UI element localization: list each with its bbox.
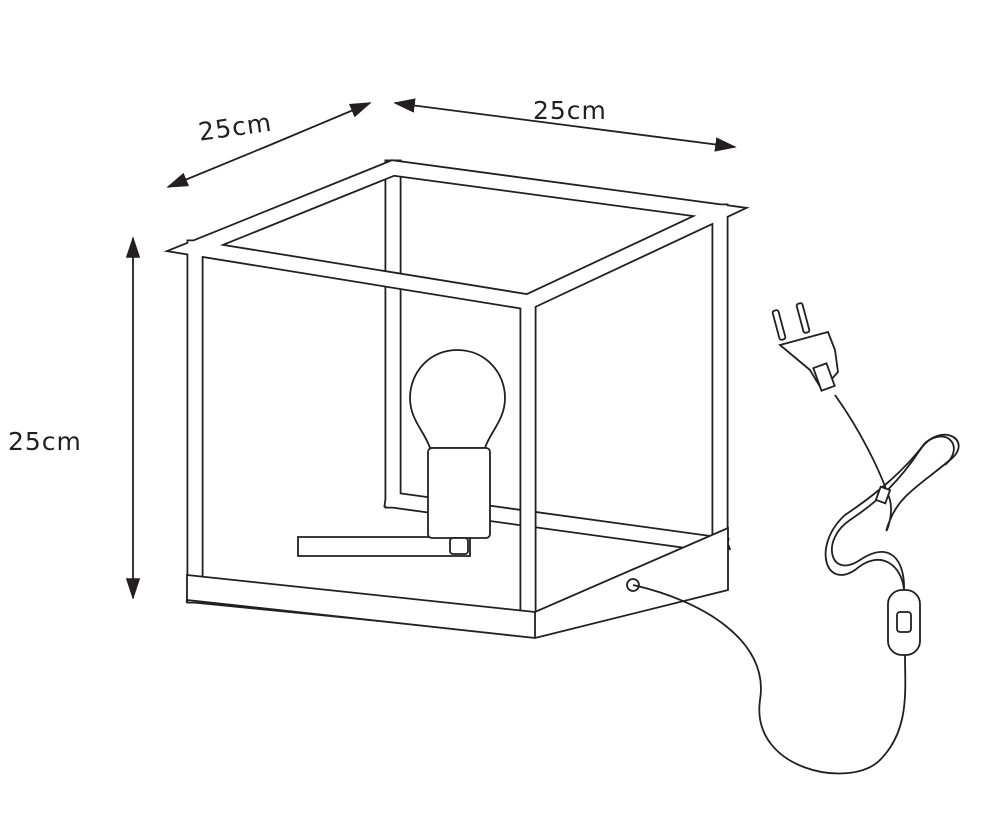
width-dimension-arrow <box>393 98 737 152</box>
depth-dimension-arrow <box>166 102 372 188</box>
bulb-icon <box>409 349 506 449</box>
width-label: 25cm <box>533 96 607 125</box>
height-label: 25cm <box>8 427 82 456</box>
base-plate <box>297 536 471 557</box>
socket <box>427 447 491 539</box>
depth-label: 25cm <box>197 108 274 147</box>
power-cord <box>626 394 960 775</box>
plug-icon <box>771 302 839 392</box>
cube-frame-front <box>163 159 750 639</box>
bulb-assembly <box>297 349 506 557</box>
